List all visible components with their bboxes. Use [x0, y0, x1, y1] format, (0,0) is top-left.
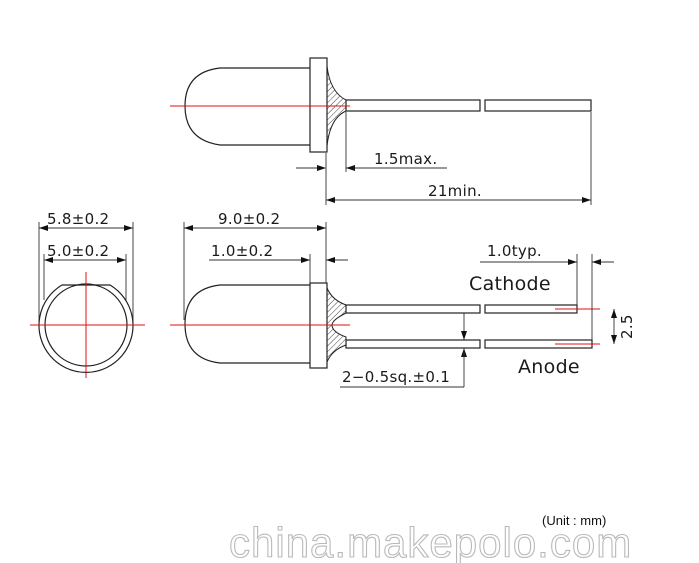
dim-lead-end-arrow-left [568, 259, 577, 265]
dim-flange-thk-arrow-right [326, 257, 335, 263]
label-pitch: 2.5 [618, 314, 636, 339]
label-lead-gap: 1.5max. [374, 150, 437, 168]
dim-lead-arrow-left [326, 197, 335, 203]
dim-body-arrow-right [117, 257, 126, 263]
dim-flange-thk-arrow-left [301, 257, 310, 263]
label-lead-section: 2−0.5sq.±0.1 [342, 368, 450, 386]
label-lead-length: 21min. [428, 182, 482, 200]
bottom-lens-body [184, 284, 310, 364]
dim-pitch-arrow-bottom [611, 335, 617, 344]
top-side-view: 1.5max. 21min. [170, 57, 592, 205]
dim-gap-arrow-left [317, 165, 326, 171]
label-flange-thickness: 1.0±0.2 [211, 242, 273, 260]
dim-flange-arrow-left [39, 225, 48, 231]
watermark-text: china.makepolo.com [229, 519, 632, 563]
dim-body-arrow-left [44, 257, 53, 263]
front-view: 5.8±0.2 5.0±0.2 [30, 210, 145, 378]
label-cathode: Cathode [469, 273, 551, 295]
dim-length-arrow-right [317, 225, 326, 231]
label-lead-end: 1.0typ. [487, 242, 542, 260]
label-unit: (Unit : mm) [542, 513, 606, 528]
label-anode: Anode [518, 356, 580, 378]
label-flange-dia: 5.8±0.2 [47, 210, 109, 228]
dim-lead-end-arrow-right [592, 259, 601, 265]
dim-pitch-arrow-top [611, 309, 617, 318]
label-body-dia: 5.0±0.2 [47, 242, 109, 260]
cathode-lead-segment-1 [345, 304, 481, 314]
top-lead-segment-1 [345, 99, 481, 112]
top-flange [309, 57, 328, 153]
anode-lead-segment-1 [345, 339, 481, 349]
dim-lead-arrow-right [582, 197, 591, 203]
top-lead-segment-2 [484, 99, 592, 112]
label-body-length: 9.0±0.2 [218, 210, 280, 228]
dim-section-arrow-top [461, 331, 467, 340]
dim-gap-arrow-right [346, 165, 355, 171]
front-flange-outline [38, 284, 134, 373]
dim-flange-arrow-right [124, 225, 133, 231]
dim-length-arrow-left [184, 225, 193, 231]
bottom-side-view: 9.0±0.2 1.0±0.2 1.0typ. Cathode Anode 2.… [170, 210, 636, 388]
